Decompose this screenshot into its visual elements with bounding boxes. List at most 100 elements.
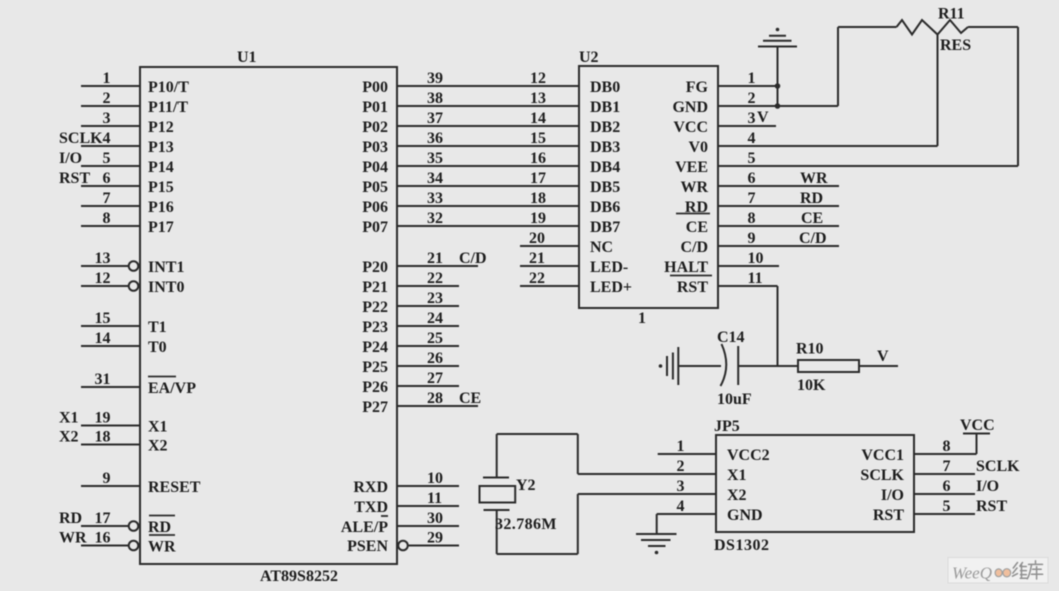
svg-text:P12: P12 bbox=[148, 119, 174, 136]
svg-text:X1: X1 bbox=[59, 410, 79, 427]
svg-text:GND: GND bbox=[727, 507, 763, 524]
svg-text:26: 26 bbox=[427, 350, 443, 367]
svg-text:RST: RST bbox=[677, 279, 708, 296]
svg-text:TXD: TXD bbox=[354, 499, 388, 516]
svg-text:C/D: C/D bbox=[459, 250, 487, 267]
svg-text:37: 37 bbox=[427, 110, 443, 127]
svg-text:SCLK: SCLK bbox=[59, 130, 103, 147]
svg-text:RD: RD bbox=[59, 510, 82, 527]
svg-text:VCC: VCC bbox=[673, 119, 708, 136]
svg-text:ALE/P: ALE/P bbox=[341, 519, 388, 536]
svg-text:18: 18 bbox=[95, 429, 111, 446]
svg-text:4: 4 bbox=[103, 130, 111, 147]
svg-text:6: 6 bbox=[943, 478, 951, 495]
svg-text:29: 29 bbox=[427, 530, 443, 547]
svg-text:13: 13 bbox=[95, 250, 111, 267]
svg-text:WR: WR bbox=[148, 539, 176, 556]
svg-text:21: 21 bbox=[529, 250, 545, 267]
svg-text:22: 22 bbox=[529, 270, 545, 287]
svg-text:P27: P27 bbox=[362, 399, 388, 416]
svg-text:P07: P07 bbox=[362, 219, 388, 236]
svg-text:RD: RD bbox=[685, 199, 708, 216]
svg-text:P04: P04 bbox=[362, 159, 388, 176]
svg-text:19: 19 bbox=[95, 410, 111, 427]
svg-text:P26: P26 bbox=[362, 379, 388, 396]
svg-text:P03: P03 bbox=[362, 139, 388, 156]
svg-text:P11/T: P11/T bbox=[148, 99, 188, 116]
svg-text:U2: U2 bbox=[579, 49, 599, 66]
svg-text:10: 10 bbox=[427, 470, 443, 487]
svg-text:38: 38 bbox=[427, 90, 443, 107]
svg-text:RST: RST bbox=[873, 507, 904, 524]
svg-text:8: 8 bbox=[103, 210, 111, 227]
svg-text:P22: P22 bbox=[362, 299, 388, 316]
svg-text:P02: P02 bbox=[362, 119, 388, 136]
svg-text:10: 10 bbox=[748, 250, 764, 267]
svg-text:V0: V0 bbox=[688, 139, 708, 156]
svg-text:31: 31 bbox=[95, 371, 111, 388]
svg-text:23: 23 bbox=[427, 290, 443, 307]
svg-text:WR: WR bbox=[59, 530, 87, 547]
svg-text:P14: P14 bbox=[148, 159, 174, 176]
svg-text:P13: P13 bbox=[148, 139, 174, 156]
svg-text:U1: U1 bbox=[237, 49, 257, 66]
svg-text:T1: T1 bbox=[148, 319, 167, 336]
svg-text:P24: P24 bbox=[362, 339, 388, 356]
svg-text:2: 2 bbox=[103, 90, 111, 107]
svg-text:10uF: 10uF bbox=[717, 391, 752, 408]
svg-text:R11: R11 bbox=[938, 6, 965, 23]
svg-text:24: 24 bbox=[427, 310, 443, 327]
svg-text:13: 13 bbox=[530, 90, 546, 107]
svg-text:6: 6 bbox=[748, 170, 756, 187]
svg-text:1: 1 bbox=[103, 70, 111, 87]
svg-text:X1: X1 bbox=[727, 467, 747, 484]
svg-text:RST: RST bbox=[59, 170, 90, 187]
svg-text:17: 17 bbox=[95, 510, 111, 527]
svg-text:EA/VP: EA/VP bbox=[148, 380, 196, 397]
svg-text:22: 22 bbox=[427, 270, 443, 287]
svg-text:HALT: HALT bbox=[664, 259, 708, 276]
svg-text:7: 7 bbox=[103, 190, 111, 207]
svg-text:28: 28 bbox=[427, 390, 443, 407]
svg-text:PSEN: PSEN bbox=[347, 538, 388, 555]
svg-text:VEE: VEE bbox=[675, 159, 708, 176]
svg-text:V: V bbox=[877, 348, 889, 365]
svg-text:15: 15 bbox=[530, 130, 546, 147]
svg-text:27: 27 bbox=[427, 370, 443, 387]
svg-text:C/D: C/D bbox=[799, 230, 827, 247]
svg-text:DB2: DB2 bbox=[590, 119, 620, 136]
svg-text:JP5: JP5 bbox=[714, 418, 740, 435]
svg-text:P10/T: P10/T bbox=[148, 79, 189, 96]
svg-text:DB1: DB1 bbox=[590, 99, 620, 116]
svg-text:32: 32 bbox=[427, 210, 443, 227]
svg-text:33: 33 bbox=[427, 190, 443, 207]
svg-text:DS1302: DS1302 bbox=[714, 537, 769, 554]
svg-text:X2: X2 bbox=[59, 429, 79, 446]
svg-text:CE: CE bbox=[686, 219, 708, 236]
svg-text:16: 16 bbox=[95, 530, 111, 547]
svg-text:P01: P01 bbox=[362, 99, 388, 116]
svg-text:12: 12 bbox=[95, 270, 111, 287]
svg-text:21: 21 bbox=[427, 250, 443, 267]
svg-text:39: 39 bbox=[427, 70, 443, 87]
svg-text:5: 5 bbox=[103, 150, 111, 167]
svg-text:P23: P23 bbox=[362, 319, 388, 336]
svg-text:P25: P25 bbox=[362, 359, 388, 376]
svg-text:15: 15 bbox=[95, 310, 111, 327]
svg-text:SCLK: SCLK bbox=[976, 458, 1020, 475]
svg-text:19: 19 bbox=[530, 210, 546, 227]
svg-text:RESET: RESET bbox=[148, 479, 201, 496]
svg-text:12: 12 bbox=[530, 70, 546, 87]
svg-text:VCC1: VCC1 bbox=[861, 447, 904, 464]
svg-text:P21: P21 bbox=[362, 279, 388, 296]
svg-text:WR: WR bbox=[680, 179, 708, 196]
svg-text:DB0: DB0 bbox=[590, 79, 620, 96]
svg-text:AT89S8252: AT89S8252 bbox=[260, 568, 338, 585]
svg-text:2: 2 bbox=[748, 90, 756, 107]
svg-text:5: 5 bbox=[943, 498, 951, 515]
svg-text:DB7: DB7 bbox=[590, 219, 620, 236]
svg-text:P20: P20 bbox=[362, 259, 388, 276]
svg-text:CE: CE bbox=[801, 210, 823, 227]
svg-text:1: 1 bbox=[638, 310, 646, 327]
svg-text:X1: X1 bbox=[148, 419, 168, 436]
